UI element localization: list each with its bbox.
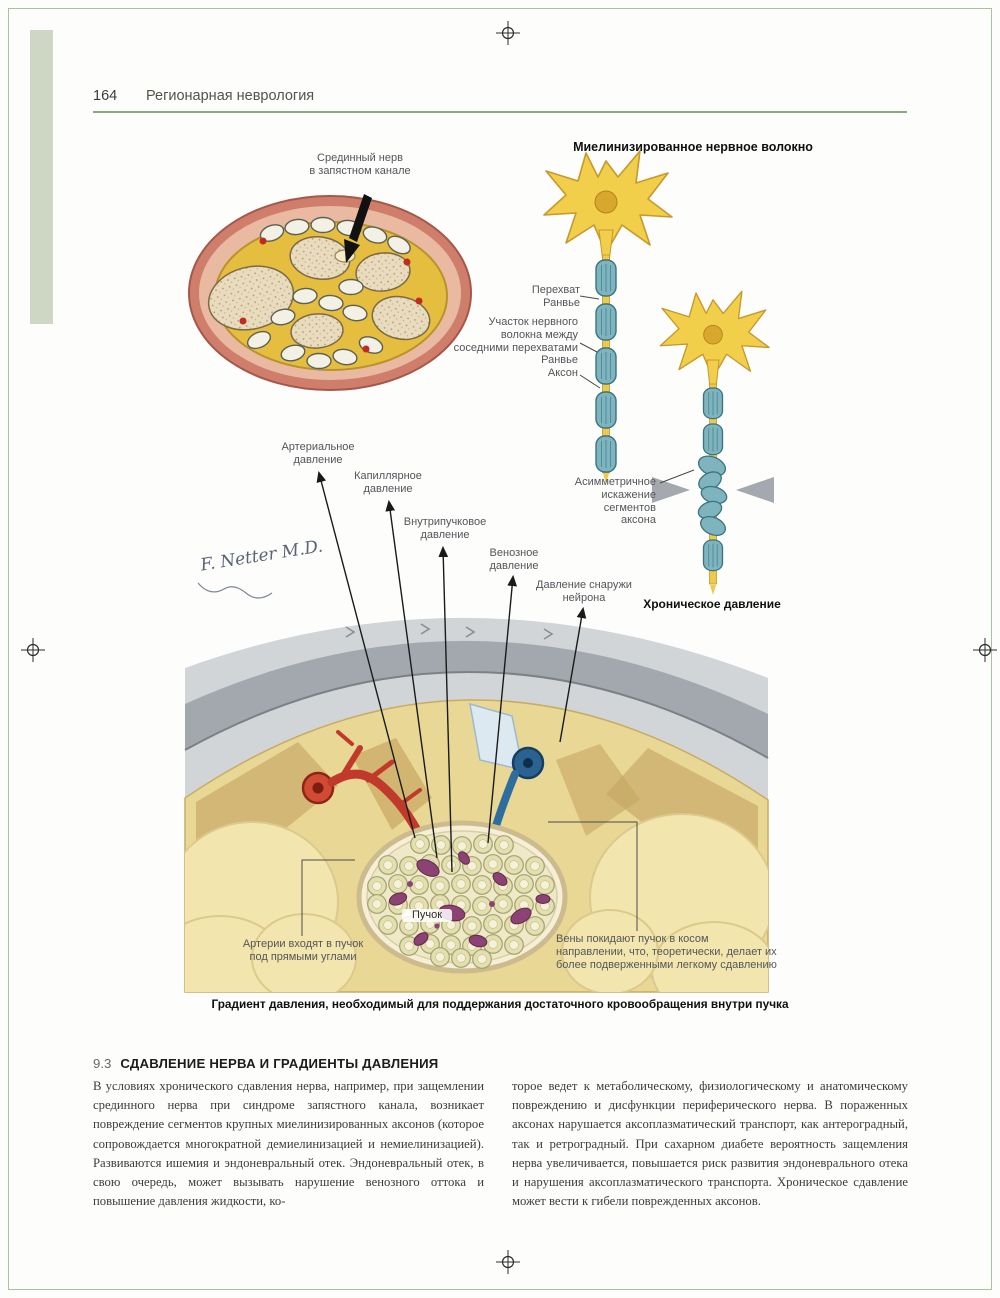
figure-caption: Градиент давления, необходимый для подде… xyxy=(211,997,789,1011)
registration-mark-icon xyxy=(973,638,997,662)
page-border-frame xyxy=(8,8,992,1290)
registration-mark-icon xyxy=(496,21,520,45)
section-title: СДАВЛЕНИЕ НЕРВА И ГРАДИЕНТЫ ДАВЛЕНИЯ xyxy=(120,1056,439,1071)
label-arterial-pressure: Артериальное давление xyxy=(281,441,355,466)
label-internode: Участок нервного волокна между соседними… xyxy=(453,316,578,367)
label-fascicle: Пучок xyxy=(402,909,452,922)
label-venous-pressure: Венозное давление xyxy=(489,547,539,572)
label-veins-note: Вены покидают пучок в косом направлении,… xyxy=(556,933,777,971)
label-capillary-pressure: Капиллярное давление xyxy=(354,470,422,495)
label-axon: Аксон xyxy=(547,367,578,379)
label-outside-pressure: Давление снаружи нейрона xyxy=(536,579,632,604)
body-text-right-column: торое ведет к метаболическому, физиологи… xyxy=(512,1079,908,1209)
registration-mark-icon xyxy=(496,1250,520,1274)
chapter-tab-bar xyxy=(30,30,53,324)
label-arteries-note: Артерии входят в пучок под прямыми углам… xyxy=(242,938,364,963)
body-text-left-column: В условиях хронического сдавления нерва,… xyxy=(93,1079,484,1209)
label-ranvier-node: Перехват Ранвье xyxy=(531,284,580,309)
registration-mark-icon xyxy=(21,638,45,662)
label-intrafascicular-pressure: Внутрипучковое давление xyxy=(403,516,487,541)
label-asymmetric-distortion: Асимметричное искажение сегментов аксона xyxy=(574,476,656,527)
running-header: Регионарная неврология xyxy=(146,88,315,104)
label-chronic-pressure: Хроническое давление xyxy=(643,597,781,611)
section-heading: 9.3 СДАВЛЕНИЕ НЕРВА И ГРАДИЕНТЫ ДАВЛЕНИЯ xyxy=(93,1056,438,1071)
header-rule xyxy=(93,111,907,113)
figure-title: Миелинизированное нервное волокно xyxy=(573,140,813,154)
page-number: 164 xyxy=(93,88,118,104)
section-number: 9.3 xyxy=(93,1056,112,1071)
label-median-nerve: Срединный нерв в запястном канале xyxy=(309,152,411,177)
